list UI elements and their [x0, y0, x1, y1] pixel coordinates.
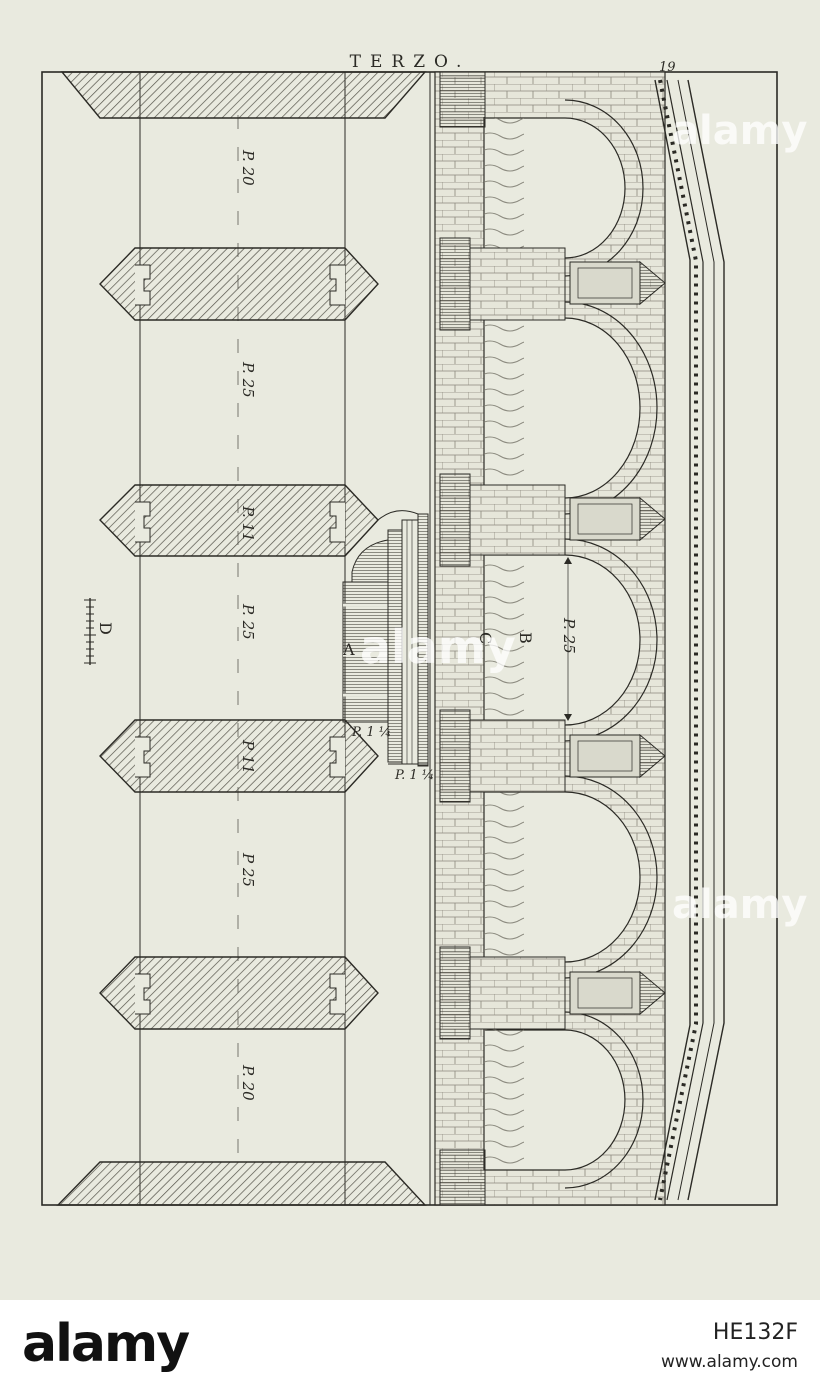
label-letter-a: A — [342, 640, 355, 659]
plan-pier-2 — [99, 484, 379, 557]
bridge-elevation — [434, 71, 725, 1206]
running-head: TERZO. — [349, 52, 471, 72]
pier-detail — [342, 510, 429, 767]
label-pier-1: P. 11 — [239, 505, 257, 542]
label-span-4: P 25 — [239, 852, 257, 887]
label-span-5: P. 20 — [239, 1064, 257, 1101]
label-span-2: P. 25 — [239, 361, 257, 398]
watermark-text: alamy — [672, 108, 808, 154]
plan-pier-3 — [99, 719, 379, 793]
bridge-engraving: P. 20 P. 25 P. 11 P. 25 P 11 P 25 P. 20 … — [41, 71, 778, 1206]
plan-pier-1 — [99, 247, 379, 321]
bridge-plan: P. 20 P. 25 P. 11 P. 25 P 11 P 25 P. 20 … — [56, 71, 427, 1206]
elevation-pier-footings — [439, 71, 566, 1206]
label-arch-span: P. 25 — [560, 617, 578, 654]
stock-site-url: www.alamy.com — [660, 1352, 798, 1372]
book-page: TERZO. 19 — [0, 0, 820, 1300]
image-id: HE132F — [712, 1320, 798, 1345]
label-letter-b: B — [516, 632, 535, 644]
scale-bar — [84, 598, 96, 665]
plan-pier-4 — [99, 956, 379, 1030]
label-pier-2: P 11 — [239, 739, 257, 774]
watermark-text: alamy — [360, 620, 516, 674]
label-letter-c: C — [476, 632, 495, 644]
label-span-1: P. 20 — [239, 149, 257, 186]
plan-abutment-bottom — [56, 1161, 427, 1206]
label-dim-1: P. 1 ¼ — [351, 725, 391, 740]
stock-footer: alamy HE132F www.alamy.com — [0, 1300, 820, 1390]
pier-niches — [569, 260, 666, 1016]
label-scale-d: D — [96, 622, 115, 635]
parapet-cornice — [654, 79, 725, 1201]
stock-logo: alamy — [22, 1314, 190, 1374]
label-span-3: P. 25 — [239, 603, 257, 640]
label-dim-2: P. 1 ¼ — [394, 768, 434, 783]
watermark-text: alamy — [672, 882, 808, 928]
plan-abutment-top — [60, 71, 427, 119]
